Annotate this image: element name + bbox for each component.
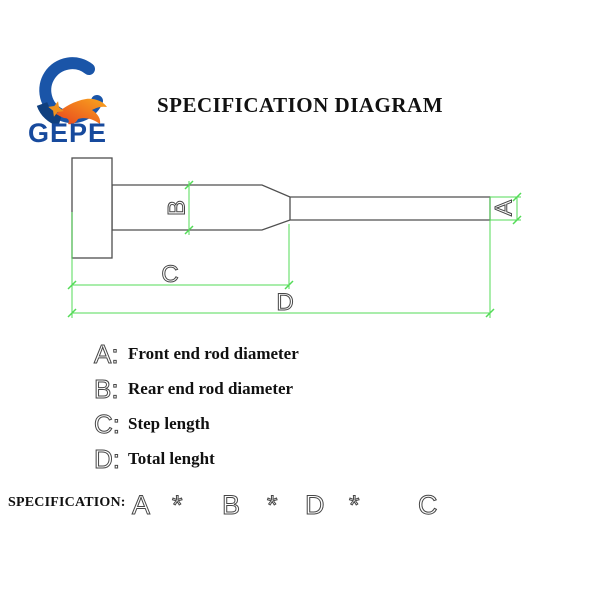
logo-flame-icon: [56, 98, 107, 125]
logo-text: GEPE: [28, 118, 107, 148]
tick-c-right: [284, 280, 294, 290]
tick-b-bottom: [184, 225, 194, 235]
logo-star-icon: [48, 101, 64, 117]
legend-row-b: B: Rear end rod diameter: [93, 371, 413, 406]
spec-asterisk-1-text: *: [172, 490, 183, 520]
spec-asterisk-2: *: [267, 490, 279, 521]
legend-key-c: C:: [94, 409, 121, 439]
dimension-ticks: [67, 180, 522, 318]
spec-asterisk-2-text: *: [267, 490, 278, 520]
spec-part-b-text: B: [222, 490, 240, 520]
spec-asterisk-3: *: [349, 490, 361, 521]
logo-graphic: GEPE: [28, 57, 107, 148]
specification-line: SPECIFICATION: A * B * D * C: [0, 486, 600, 522]
legend-desc-d: Total lenght: [128, 448, 215, 468]
spec-part-c-text: C: [418, 490, 438, 520]
legend-row-c: C: Step length: [93, 406, 413, 441]
legend-desc-b: Rear end rod diameter: [128, 378, 294, 398]
label-b: B: [164, 200, 191, 216]
tick-d-left: [67, 308, 77, 318]
spec-asterisk-3-text: *: [349, 490, 360, 520]
legend-key-a: A:: [94, 339, 120, 369]
legend-key-d-text: D:: [94, 444, 120, 474]
spec-part-a: A: [132, 490, 151, 521]
rod-head-outline: [71, 157, 113, 259]
legend-row-a: A: Front end rod diameter: [93, 336, 413, 371]
page-title: SPECIFICATION DIAGRAM: [156, 93, 444, 117]
spec-part-b: B: [222, 490, 241, 521]
dimension-labels-group: B A C D: [161, 199, 518, 316]
tick-b-top: [184, 180, 194, 190]
legend-key-b-text: B:: [94, 374, 119, 404]
legend-key-b: B:: [94, 374, 120, 404]
spec-asterisk-1: *: [172, 490, 184, 521]
legend-desc-c: Step length: [128, 413, 210, 433]
tick-a-top: [512, 192, 522, 202]
legend: A: Front end rod diameter B: Rear end ro…: [93, 336, 413, 476]
tick-d-right: [485, 308, 495, 318]
label-a: A: [491, 200, 518, 216]
legend-row-d: D: Total lenght: [93, 441, 413, 476]
legend-key-c-text: C:: [94, 409, 120, 439]
label-c: C: [161, 261, 178, 288]
legend-key-a-text: A:: [94, 339, 119, 369]
tick-a-bottom: [512, 215, 522, 225]
spec-part-a-text: A: [132, 490, 150, 520]
spec-part-d-text: D: [305, 490, 325, 520]
spec-part-d: D: [305, 490, 326, 521]
logo: GEPE: [26, 54, 122, 150]
legend-desc-a: Front end rod diameter: [128, 343, 299, 363]
rod-outline-group: [71, 157, 491, 259]
spec-part-c: C: [418, 490, 439, 521]
logo-swoosh-dark-icon: [36, 101, 62, 127]
dimension-lines-group: [67, 180, 522, 318]
legend-key-d: D:: [94, 444, 121, 474]
tick-c-left: [67, 280, 77, 290]
specification-label: SPECIFICATION:: [8, 495, 126, 510]
label-d: D: [276, 289, 293, 316]
